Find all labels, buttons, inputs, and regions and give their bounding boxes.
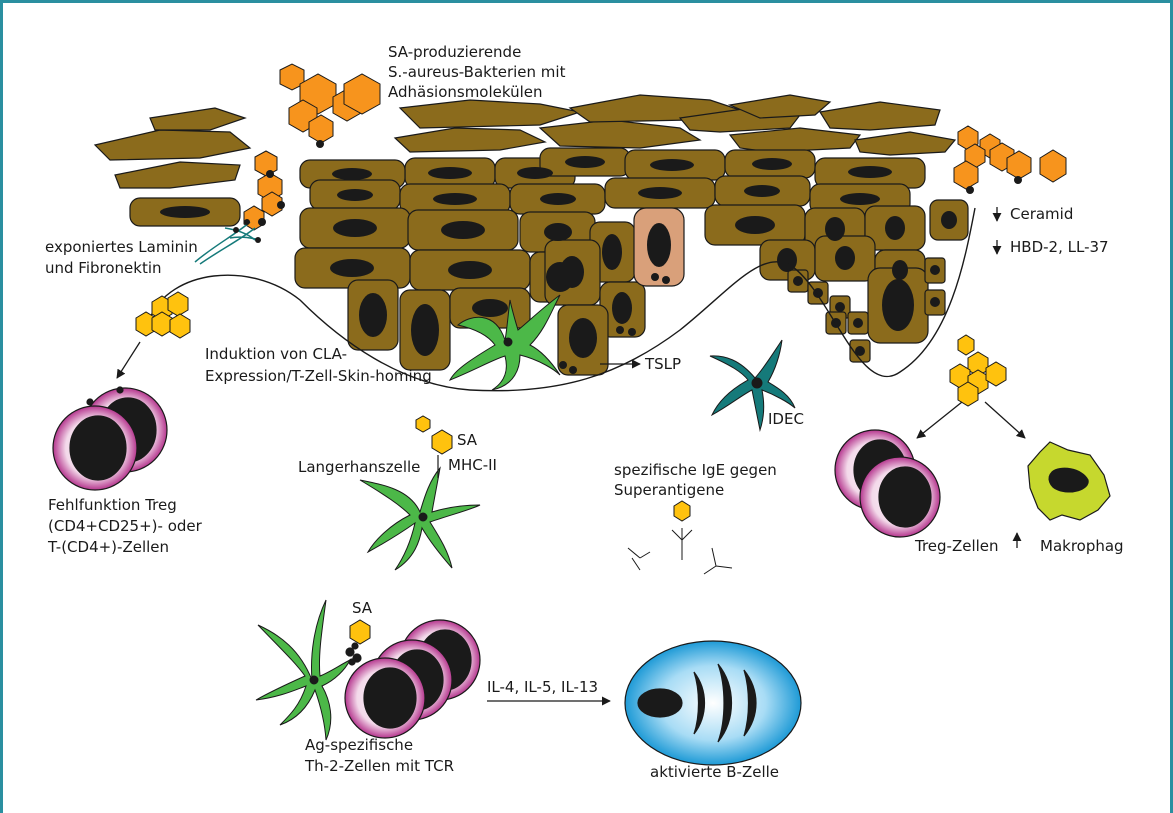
- label-sa-bacteria-3: Adhäsionsmolekülen: [388, 83, 543, 101]
- label-il: IL-4, IL-5, IL-13: [487, 678, 598, 696]
- label-tslp: TSLP: [644, 355, 681, 373]
- label-ige-2: Superantigene: [614, 481, 724, 499]
- lymphocytes-left: [53, 387, 167, 490]
- label-langerhans: Langerhanszelle: [298, 458, 420, 476]
- label-fehl-1: Fehlfunktion Treg: [48, 496, 177, 514]
- label-laminin-2: und Fibronektin: [45, 259, 162, 277]
- label-fehl-2: (CD4+CD25+)- oder: [48, 517, 203, 535]
- ige-antibodies: [628, 528, 732, 574]
- label-makrophag: Makrophag: [1040, 537, 1124, 555]
- label-mhc: MHC-II: [448, 456, 497, 474]
- label-th2-1: Ag-spezifische: [305, 736, 413, 754]
- label-ige-1: spezifische IgE gegen: [614, 461, 777, 479]
- macrophage: [1028, 442, 1110, 520]
- label-induktion-1: Induktion von CLA-: [205, 345, 347, 363]
- label-treg: Treg-Zellen: [914, 537, 999, 555]
- dendritic-cell-bottom: [256, 600, 350, 740]
- label-th2-2: Th-2-Zellen mit TCR: [304, 757, 454, 775]
- label-idec: IDEC: [768, 410, 804, 428]
- label-fehl-3: T-(CD4+)-Zellen: [47, 538, 169, 556]
- treg-cells: [835, 430, 940, 537]
- label-sa-top: SA: [457, 431, 478, 449]
- label-sa-bacteria-2: S.-aureus-Bakterien mit: [388, 63, 566, 81]
- label-hbd: HBD-2, LL-37: [1010, 238, 1109, 256]
- activated-b-cell: [625, 641, 801, 765]
- label-sa-bottom: SA: [352, 599, 373, 617]
- label-sa-bacteria-1: SA-produzierende: [388, 43, 521, 61]
- label-ceramid: Ceramid: [1010, 205, 1073, 223]
- label-bcell: aktivierte B-Zelle: [650, 763, 779, 781]
- label-laminin-1: exponiertes Laminin: [45, 238, 198, 256]
- label-induktion-2: Expression/T-Zell-Skin-homing: [205, 367, 432, 385]
